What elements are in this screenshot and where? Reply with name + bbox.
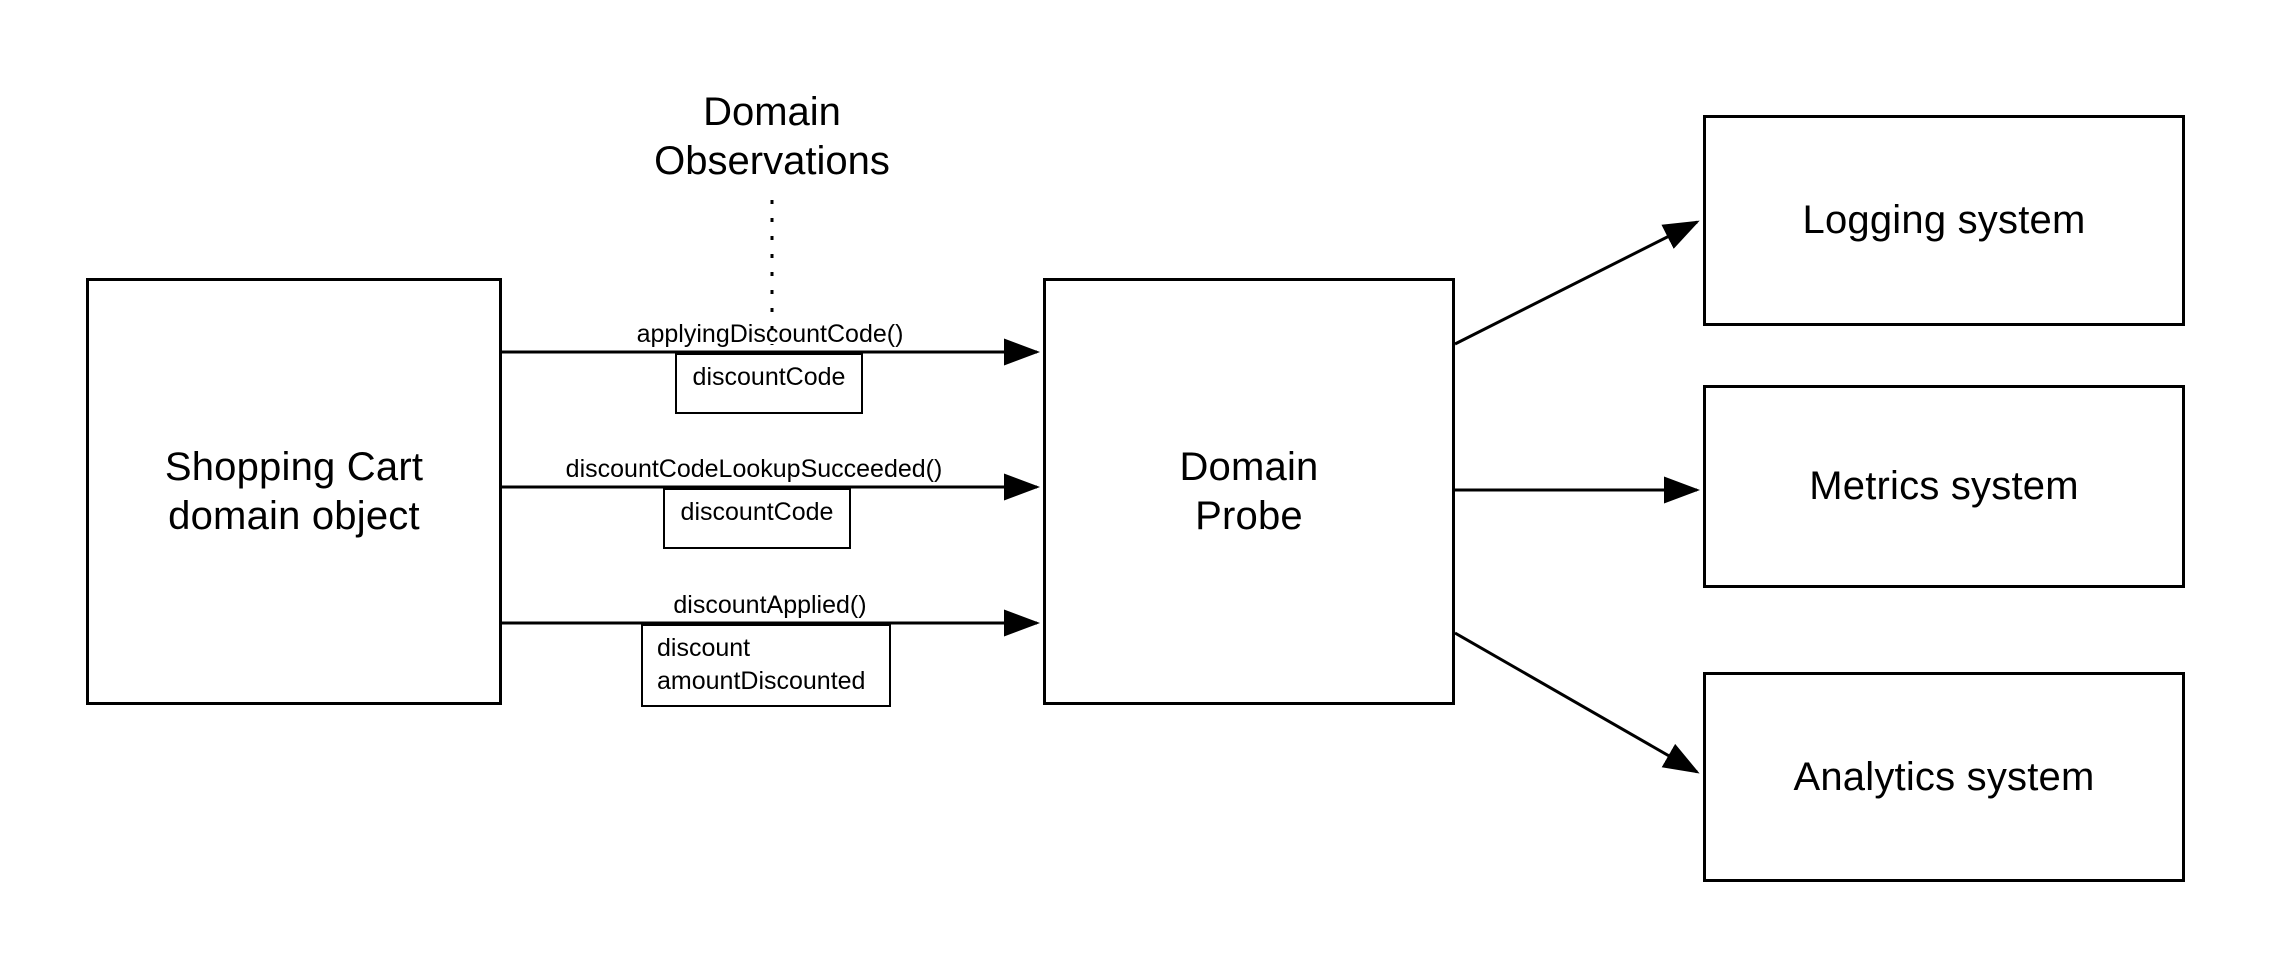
payload-box-discount-code-lookup-succeeded: discountCode <box>663 488 851 549</box>
node-metrics-system-label: Metrics system <box>1809 464 2079 509</box>
domain-observations-caption: Domain Observations <box>654 90 890 183</box>
node-analytics-system-label: Analytics system <box>1793 754 2095 799</box>
node-analytics-system[interactable]: Analytics system <box>1703 672 2185 882</box>
message-label-discount-code-lookup-succeeded: discountCodeLookupSucceeded() <box>565 455 943 483</box>
payload-box-applying-discount-code: discountCode <box>675 353 863 414</box>
node-domain-probe-label: Domain Probe <box>1179 444 1319 538</box>
node-domain-probe[interactable]: Domain Probe <box>1043 278 1455 705</box>
output-arrow-analytics-system <box>1454 631 1700 774</box>
payload-box-discount-applied: discount amountDiscounted <box>641 624 891 707</box>
node-shopping-cart-label: Shopping Cart domain object <box>164 444 424 538</box>
node-metrics-system[interactable]: Metrics system <box>1703 385 2185 588</box>
node-shopping-cart-domain-object[interactable]: Shopping Cart domain object <box>86 278 502 705</box>
node-logging-system-label: Logging system <box>1802 198 2086 243</box>
output-arrow-logging-system <box>1454 220 1700 346</box>
message-label-discount-applied: discountApplied() <box>673 591 867 619</box>
node-logging-system[interactable]: Logging system <box>1703 115 2185 326</box>
message-label-applying-discount-code: applyingDiscountCode() <box>636 320 904 348</box>
